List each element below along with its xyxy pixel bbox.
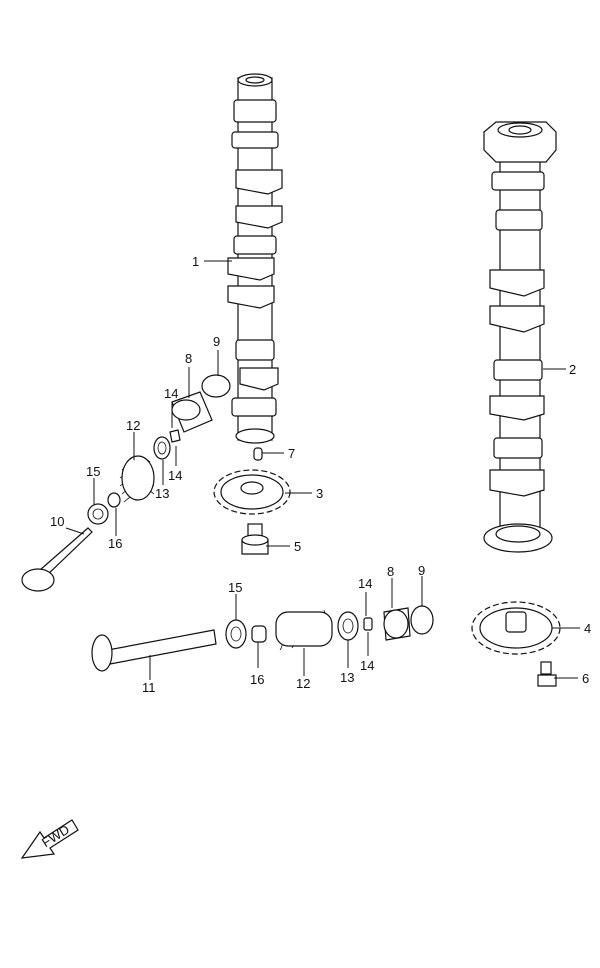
sprocket-bolt-5 [241, 523, 269, 555]
callout-9a: 9 [213, 334, 220, 349]
callout-2: 2 [569, 362, 576, 377]
fwd-arrow-icon: FWD [20, 819, 79, 859]
retainer-13b [337, 611, 359, 641]
cotter-14a [169, 429, 181, 443]
callout-13a: 13 [155, 486, 169, 501]
callout-8a: 8 [185, 351, 192, 366]
callouts: 1 2 3 4 5 6 7 8 9 14 12 14 13 15 10 16 1… [50, 254, 591, 695]
callout-1: 1 [192, 254, 199, 269]
callout-16b: 16 [250, 672, 264, 687]
callout-4: 4 [584, 621, 591, 636]
spring-12b [275, 609, 333, 651]
spring-seat-15b [225, 619, 247, 649]
exhaust-valve-11 [91, 629, 217, 672]
callout-15a: 15 [86, 464, 100, 479]
sprocket-bolt-6 [537, 661, 557, 687]
valve-seal-16a [107, 492, 121, 508]
callout-12b: 12 [296, 676, 310, 691]
callout-15b: 15 [228, 580, 242, 595]
callout-5: 5 [294, 539, 301, 554]
dowel-pin-7 [253, 447, 263, 461]
callout-14d: 14 [360, 658, 374, 673]
callout-8b: 8 [387, 564, 394, 579]
shim-9a [201, 374, 231, 398]
callout-14b: 14 [168, 468, 182, 483]
retainer-13a [153, 436, 171, 460]
callout-10: 10 [50, 514, 64, 529]
callout-14a: 14 [164, 386, 178, 401]
callout-14c: 14 [358, 576, 372, 591]
callout-7: 7 [288, 446, 295, 461]
tappet-8a [171, 391, 213, 433]
intake-camshaft [227, 73, 283, 444]
exhaust-camshaft [483, 121, 557, 553]
exhaust-sprocket [471, 601, 561, 655]
callout-16a: 16 [108, 536, 122, 551]
intake-valve-10 [21, 527, 93, 592]
spring-12a [119, 455, 155, 503]
callout-12a: 12 [126, 418, 140, 433]
shim-9b [410, 605, 434, 635]
tappet-8b [383, 607, 411, 641]
callout-9b: 9 [418, 563, 425, 578]
callout-11: 11 [142, 680, 156, 695]
cotter-14b [363, 617, 373, 631]
callout-3: 3 [316, 486, 323, 501]
intake-sprocket [213, 469, 291, 515]
callout-6: 6 [582, 671, 589, 686]
callout-13b: 13 [340, 670, 354, 685]
spring-seat-15a [87, 503, 109, 525]
leader-lines [65, 260, 580, 680]
valve-seal-16b [251, 625, 267, 643]
